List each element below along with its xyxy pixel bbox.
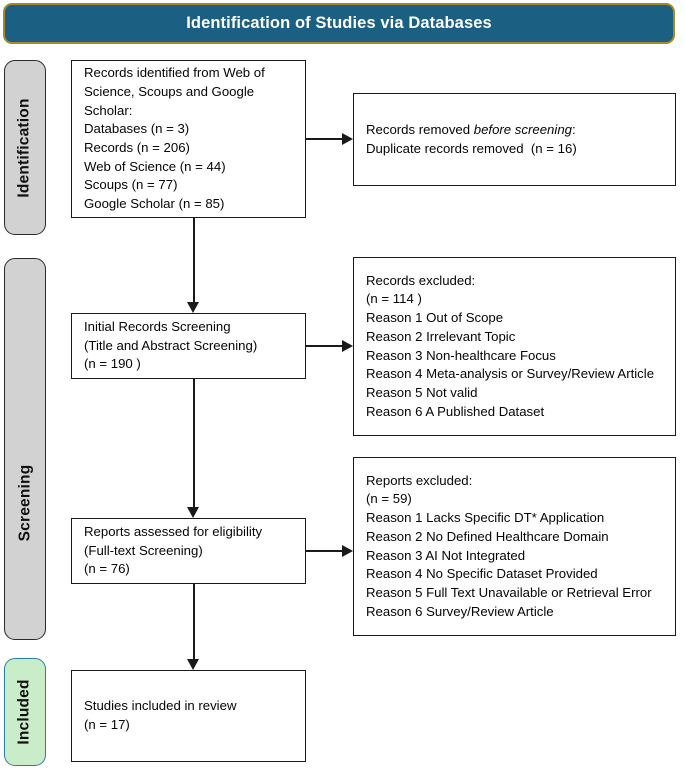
connector-identified-to-initial	[193, 218, 196, 303]
stage-label-identification-text: Identification	[16, 97, 33, 198]
box-initial-records-screening-line-1: Initial Records Screening	[84, 318, 231, 334]
stage-label-included-text: Included	[16, 679, 34, 745]
box-reports-excluded-line-4: Reason 2 No Defined Healthcare Domain	[366, 528, 609, 544]
box-reports-excluded-line-5: Reason 3 AI Not Integrated	[366, 547, 526, 563]
box-reports-excluded-line-6: Reason 4 No Specific Dataset Provided	[366, 566, 598, 582]
box-reports-excluded-line-3: Reason 1 Lacks Specific DT* Application	[366, 510, 605, 526]
box-records-removed-emphasis: before screening	[473, 121, 572, 137]
stage-label-identification: Identification	[4, 60, 46, 235]
box-records-identified-line-6: Google Scholar (n = 85)	[84, 196, 225, 212]
box-reports-assessed-eligibility-line-1: Reports assessed for eligibility	[84, 523, 263, 539]
box-initial-records-screening-line-3: (n = 190 )	[84, 356, 141, 372]
box-records-excluded-line-1: Records excluded:	[366, 272, 476, 288]
connector-eligibility-to-reports-excluded	[306, 550, 344, 553]
box-reports-excluded-line-7: Reason 5 Full Text Unavailable or Retrie…	[366, 584, 652, 600]
box-reports-assessed-eligibility-line-2: (Full-text Screening)	[84, 542, 203, 558]
box-records-removed-line-2: Duplicate records removed (n = 16)	[366, 140, 577, 156]
box-records-excluded: Records excluded: (n = 114 ) Reason 1 Ou…	[353, 257, 676, 436]
box-studies-included-line-2: (n = 17)	[84, 717, 130, 732]
box-records-identified-line-2: Databases (n = 3)	[84, 121, 190, 137]
arrowhead-down-icon-eligibility-to-included	[187, 659, 199, 670]
stage-label-screening-text: Screening	[16, 464, 33, 542]
box-studies-included: Studies included in review (n = 17)	[71, 670, 306, 762]
arrowhead-down-icon-initial-to-eligibility	[187, 507, 199, 518]
box-records-removed-suffix: :	[572, 121, 576, 137]
box-initial-records-screening: Initial Records Screening (Title and Abs…	[71, 313, 306, 379]
box-records-removed-prefix: Records removed	[366, 121, 474, 137]
connector-initial-to-eligibility	[193, 379, 196, 508]
stage-label-included: Included	[4, 658, 46, 766]
box-studies-included-line-1: Studies included in review	[84, 698, 237, 714]
box-records-identified-line-3: Records (n = 206)	[84, 140, 190, 155]
connector-initial-to-records-excluded	[306, 345, 344, 348]
box-records-identified: Records identified from Web of Science, …	[71, 60, 306, 218]
box-records-excluded-line-3: Reason 1 Out of Scope	[366, 310, 504, 326]
box-reports-excluded-line-8: Reason 6 Survey/Review Article	[366, 603, 554, 619]
box-records-excluded-line-4: Reason 2 Irrelevant Topic	[366, 328, 516, 344]
arrowhead-right-icon-eligibility-to-reports-excluded	[342, 545, 353, 557]
stage-label-screening: Screening	[4, 258, 46, 640]
box-records-removed-line-1: Records removed before screening:	[366, 121, 664, 140]
box-reports-excluded: Reports excluded: (n = 59) Reason 1 Lack…	[353, 457, 676, 636]
arrowhead-right-icon-identified-to-removed	[342, 133, 353, 145]
diagram-header-banner: Identification of Studies via Databases	[3, 3, 675, 44]
box-reports-excluded-line-1: Reports excluded:	[366, 472, 473, 488]
diagram-title: Identification of Studies via Databases	[186, 14, 492, 32]
box-records-identified-line-1: Records identified from Web of Science, …	[84, 65, 269, 118]
box-records-identified-line-5: Scoups (n = 77)	[84, 177, 178, 193]
box-records-excluded-line-7: Reason 5 Not valid	[366, 384, 478, 400]
box-reports-assessed-eligibility-line-3: (n = 76)	[84, 561, 130, 577]
arrowhead-down-icon-identified-to-initial	[187, 302, 199, 313]
box-records-excluded-line-6: Reason 4 Meta-analysis or Survey/Review …	[366, 366, 655, 382]
connector-identified-to-removed	[306, 138, 344, 141]
box-records-identified-line-4: Web of Science (n = 44)	[84, 158, 226, 174]
arrowhead-right-icon-initial-to-records-excluded	[342, 340, 353, 352]
connector-eligibility-to-included	[193, 584, 196, 660]
box-records-excluded-line-8: Reason 6 A Published Dataset	[366, 403, 545, 419]
box-records-removed: Records removed before screening: Duplic…	[353, 93, 676, 186]
box-reports-excluded-line-2: (n = 59)	[366, 491, 412, 507]
box-records-excluded-line-5: Reason 3 Non-healthcare Focus	[366, 347, 556, 363]
box-initial-records-screening-line-2: (Title and Abstract Screening)	[84, 337, 258, 353]
box-records-excluded-line-2: (n = 114 )	[366, 291, 422, 307]
box-reports-assessed-eligibility: Reports assessed for eligibility (Full-t…	[71, 518, 306, 584]
